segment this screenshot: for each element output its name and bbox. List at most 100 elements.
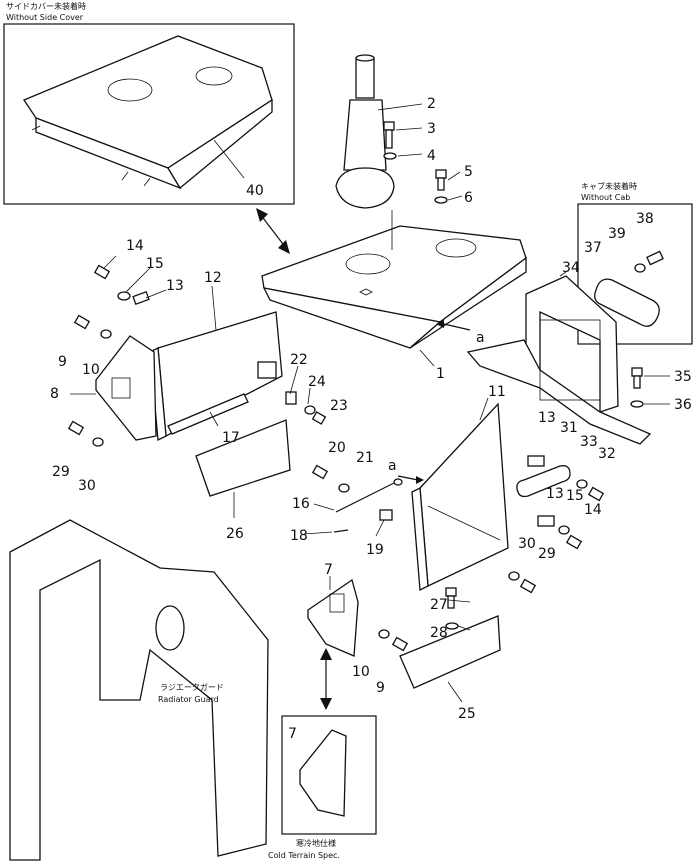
callout-18: 18: [290, 528, 308, 544]
callout-28: 28: [430, 625, 448, 641]
inset-frame: [281, 715, 377, 835]
callout-6: 6: [464, 190, 473, 206]
washer-10-upper: [100, 329, 112, 339]
top-cover-1: [261, 225, 527, 349]
callout-15-right: 15: [566, 488, 584, 504]
callout-31: 31: [560, 420, 578, 436]
clip-22: [285, 391, 297, 405]
washer-15-right: [558, 525, 570, 535]
grab-handle-37: [594, 278, 660, 327]
leader-line: [213, 139, 245, 179]
callout-29-right: 29: [538, 546, 556, 562]
marker-a-upper: a: [436, 320, 485, 346]
callout-1: 1: [436, 366, 445, 382]
callout-2: 2: [427, 96, 436, 112]
washer-4: [383, 152, 397, 160]
bolt-29-right: [519, 578, 537, 594]
side-cover-panel: [23, 35, 273, 190]
inset-without-side-cover: サイドカバー未装着時 Without Side Cover 40: [3, 1, 295, 205]
callout-20: 20: [328, 440, 346, 456]
callout-32: 32: [598, 446, 616, 462]
callout-38: 38: [636, 211, 654, 227]
callout-17: 17: [222, 430, 240, 446]
callout-35: 35: [674, 369, 692, 385]
callout-8: 8: [50, 386, 59, 402]
callout-22: 22: [290, 352, 308, 368]
callout-13-upper-right: 13: [538, 410, 556, 426]
washer-33: [576, 479, 588, 489]
washer-10-lower: [378, 629, 390, 639]
callout-11: 11: [488, 384, 506, 400]
washer-36: [630, 400, 644, 408]
callout-7: 7: [324, 562, 333, 578]
washer-30-left: [92, 437, 104, 447]
clip-19: [379, 509, 393, 521]
radiator-guard-label-en: Radiator Guard: [158, 695, 219, 704]
bracket-7-cold: [299, 729, 347, 817]
inset-caption-jp: キャブ未装着時: [581, 181, 637, 191]
bolt-23: [311, 411, 327, 425]
callout-15: 15: [146, 256, 164, 272]
bolt-20: [311, 464, 329, 480]
marker-a-label: a: [388, 458, 397, 474]
plate-25: [399, 615, 501, 689]
callout-14: 14: [126, 238, 144, 254]
rear-frame-34: [466, 275, 652, 445]
radiator-guard-label-jp: ラジエータガード: [160, 682, 224, 692]
clip-13-lower-right: [537, 515, 555, 527]
bolt-38: [646, 250, 664, 266]
callout-33: 33: [580, 434, 598, 450]
callout-25: 25: [458, 706, 476, 722]
callout-23: 23: [330, 398, 348, 414]
bolt-9-lower: [391, 636, 409, 652]
bolt-29-left: [67, 420, 85, 436]
callout-5: 5: [464, 164, 473, 180]
bracket-8: [95, 335, 157, 441]
inset-caption-jp: 寒冷地仕様: [296, 838, 336, 848]
leader-lines: [70, 103, 670, 703]
callout-30: 30: [78, 478, 96, 494]
washer-30-right: [508, 571, 520, 581]
callout-39: 39: [608, 226, 626, 242]
side-cover-12: [149, 311, 283, 442]
callout-7-cold: 7: [288, 726, 297, 742]
callout-4: 4: [427, 148, 436, 164]
callout-16: 16: [292, 496, 310, 512]
callout-24: 24: [308, 374, 326, 390]
callout-13-lower-right: 13: [546, 486, 564, 502]
pin-18: [333, 529, 349, 533]
callout-19: 19: [366, 542, 384, 558]
marker-a-lower: a: [388, 458, 424, 484]
plate-26: [195, 419, 291, 497]
exhaust-stack-2: [335, 54, 395, 250]
callout-26: 26: [226, 526, 244, 542]
callout-13: 13: [166, 278, 184, 294]
callout-10: 10: [82, 362, 100, 378]
bolt-14-right: [565, 534, 583, 550]
callout-10-lower: 10: [352, 664, 370, 680]
callout-21: 21: [356, 450, 374, 466]
bracket-7: [307, 578, 359, 657]
marker-a-label: a: [476, 330, 485, 346]
rod-16: [335, 478, 403, 513]
callout-29: 29: [52, 464, 70, 480]
callout-36: 36: [674, 397, 692, 413]
bolt-5: [435, 169, 447, 191]
washer-21: [338, 483, 350, 493]
inset-without-cab: キャブ未装着時 Without Cab: [577, 181, 693, 345]
bolt-14: [93, 264, 111, 280]
inset-caption-en: Without Side Cover: [6, 13, 84, 22]
inset-caption-jp: サイドカバー未装着時: [6, 1, 86, 11]
inset-cold-terrain: 寒冷地仕様 Cold Terrain Spec.: [268, 715, 377, 860]
washer-39: [634, 263, 646, 273]
washer-6: [434, 196, 448, 204]
callout-14-right: 14: [584, 502, 602, 518]
side-cover-11: [411, 402, 509, 592]
bolt-35: [631, 367, 643, 389]
callout-9-lower: 9: [376, 680, 385, 696]
strip-17: [167, 393, 249, 435]
callout-27: 27: [430, 597, 448, 613]
double-arrow-lower: [320, 648, 332, 710]
handle-31: [516, 465, 571, 498]
